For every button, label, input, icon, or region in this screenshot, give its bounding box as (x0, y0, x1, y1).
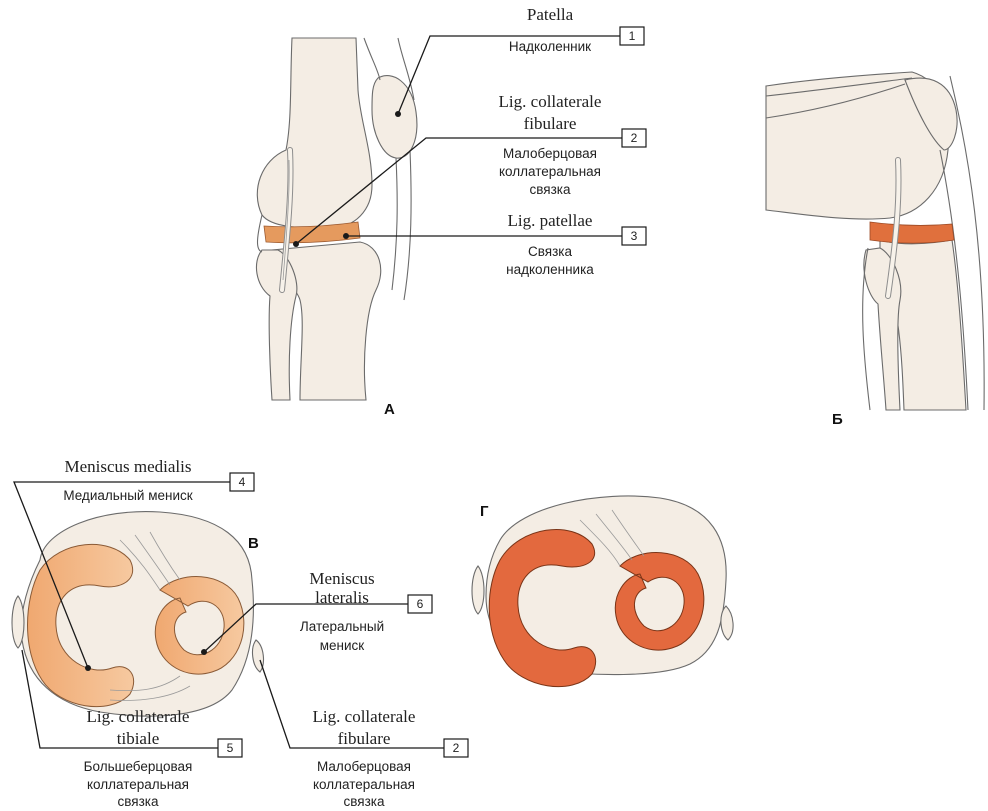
label-2b-latin-line-1: Lig. collaterale (313, 707, 416, 726)
label-2-fibular-collateral-v: Lig. collaterale fibulare Малоберцовая к… (313, 707, 468, 809)
label-2-number: 2 (631, 131, 638, 145)
label-5-latin-line-2: tibiale (117, 729, 159, 748)
label-4-meniscus-medialis: Meniscus medialis Медиальный мениск 4 (63, 457, 254, 503)
label-5-number: 5 (227, 741, 234, 755)
label-6-meniscus-lateralis: Meniscus lateralis Латеральный мениск 6 (300, 569, 432, 653)
label-2b-number: 2 (453, 741, 460, 755)
panel-label-b: Б (832, 411, 843, 428)
label-4-russian: Медиальный мениск (63, 488, 192, 503)
label-1-russian: Надколенник (509, 39, 591, 54)
label-3-latin: Lig. patellae (508, 211, 593, 230)
label-5-russian-line-2: коллатеральная (87, 777, 189, 792)
panel-label-v: В (248, 535, 259, 552)
panel-v-illustration (12, 512, 263, 717)
label-2b-russian-line-3: связка (344, 794, 385, 809)
label-6-latin-line-2: lateralis (315, 588, 369, 607)
panel-label-a: А (384, 401, 395, 418)
label-3-russian-line-1: Связка (528, 244, 572, 259)
label-5-latin-line-1: Lig. collaterale (87, 707, 190, 726)
label-5-russian-line-3: связка (118, 794, 159, 809)
label-2-latin-line-2: fibulare (524, 114, 577, 133)
label-6-number: 6 (417, 597, 424, 611)
label-3-russian-line-2: надколенника (506, 262, 594, 277)
label-2-russian-line-1: Малоберцовая (503, 146, 597, 161)
label-2b-russian-line-2: коллатеральная (313, 777, 415, 792)
label-3-number: 3 (631, 229, 638, 243)
label-1-latin: Patella (527, 5, 574, 24)
label-6-latin-line-1: Meniscus (309, 569, 374, 588)
label-5-tibial-collateral: Lig. collaterale tibiale Большеберцовая … (84, 707, 242, 809)
label-1-number: 1 (629, 29, 636, 43)
label-5-russian-line-1: Большеберцовая (84, 759, 193, 774)
label-1-patella: Patella Надколенник 1 (509, 5, 644, 54)
panel-b-illustration (766, 72, 984, 410)
panel-g-illustration (472, 496, 733, 687)
label-6-russian-line-2: мениск (320, 638, 365, 653)
label-2b-latin-line-2: fibulare (338, 729, 391, 748)
label-3-lig-patellae: Lig. patellae Связка надколенника 3 (506, 211, 646, 277)
label-2-russian-line-3: связка (530, 182, 571, 197)
label-2-latin-line-1: Lig. collaterale (499, 92, 602, 111)
meniscus-band-b (870, 222, 954, 243)
label-4-number: 4 (239, 475, 246, 489)
panel-a-illustration (256, 38, 416, 400)
label-2b-russian-line-1: Малоберцовая (317, 759, 411, 774)
panel-label-g: Г (480, 503, 489, 520)
label-6-russian-line-1: Латеральный (300, 619, 384, 634)
label-2-russian-line-2: коллатеральная (499, 164, 601, 179)
label-2-fibular-collateral-a: Lig. collaterale fibulare Малоберцовая к… (499, 92, 646, 197)
label-4-latin: Meniscus medialis (64, 457, 191, 476)
